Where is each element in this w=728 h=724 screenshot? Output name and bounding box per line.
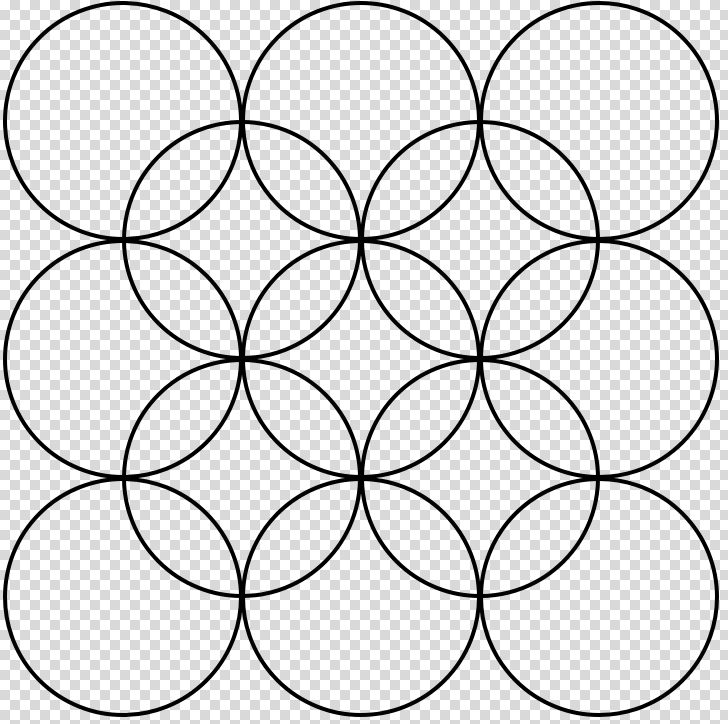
outer-ring-3-2 (241, 477, 481, 717)
outer-ring-1-1 (3, 1, 243, 241)
outer-ring-3-3 (479, 477, 719, 717)
inner-ring-2-2 (360, 358, 600, 598)
inner-ring-1-2 (360, 120, 600, 360)
inner-ring-1-1 (122, 120, 362, 360)
outer-ring-1-3 (479, 1, 719, 241)
outer-ring-2-1 (3, 239, 243, 479)
outer-ring-1-2 (241, 1, 481, 241)
outer-ring-2-2 (241, 239, 481, 479)
outer-ring-2-3 (479, 239, 719, 479)
outer-ring-3-1 (3, 477, 243, 717)
inner-ring-2-1 (122, 358, 362, 598)
